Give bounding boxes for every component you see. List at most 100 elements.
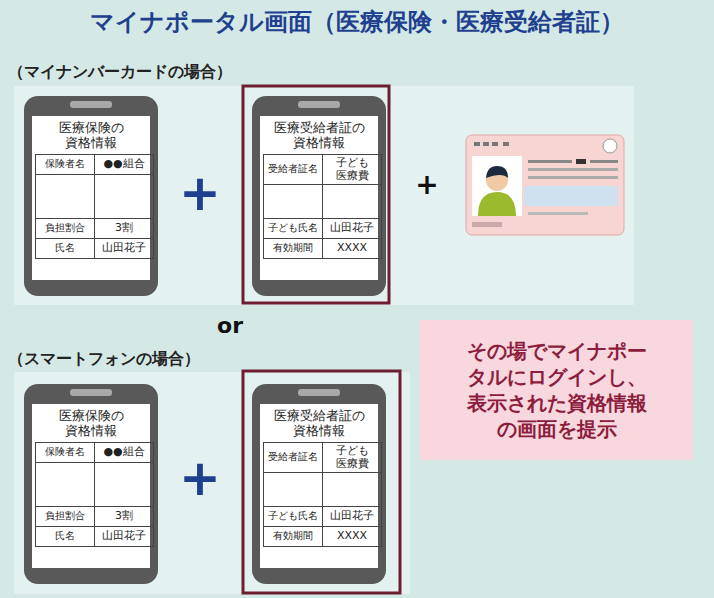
screen-heading: 医療受給者証の 資格情報 bbox=[260, 408, 378, 438]
table-row: 負担割合 3割 bbox=[36, 219, 154, 239]
phone-body bbox=[24, 96, 158, 296]
field-name: 負担割合 bbox=[45, 222, 85, 233]
highlight-frame bbox=[243, 371, 400, 593]
table-cell: 有効期間 bbox=[264, 239, 323, 259]
field-value: XXXX bbox=[337, 529, 367, 542]
table-row: 保険者名 ●●組合 bbox=[36, 155, 154, 175]
field-value: ●●組合 bbox=[103, 157, 144, 170]
table-cell: 氏名 bbox=[36, 239, 95, 259]
field-value: 3割 bbox=[115, 221, 133, 234]
plus-sign: + bbox=[415, 171, 438, 199]
table-cell: 負担割合 bbox=[36, 219, 95, 239]
highlight-frame bbox=[243, 86, 389, 303]
field-name: 有効期間 bbox=[273, 530, 313, 541]
callout-text: その場でマイナポータルにログインし、表示された資格情報の画面を提示 bbox=[465, 338, 649, 442]
field-name: 有効期間 bbox=[273, 242, 313, 253]
field-value: XXXX bbox=[337, 241, 367, 254]
table-row: 有効期間 XXXX bbox=[264, 527, 382, 547]
table-cell: 氏名 bbox=[36, 527, 95, 547]
my-number-card bbox=[466, 135, 624, 235]
table-cell bbox=[95, 463, 154, 507]
table-row bbox=[36, 175, 154, 219]
field-name: 保険者名 bbox=[45, 158, 85, 169]
table-cell: 受給者証名 bbox=[264, 443, 323, 473]
table-row bbox=[264, 185, 382, 219]
field-name: 氏名 bbox=[55, 242, 75, 253]
table-cell bbox=[95, 175, 154, 219]
table-cell: 3割 bbox=[95, 507, 154, 527]
table-cell bbox=[323, 185, 382, 219]
table-row: 氏名 山田花子 bbox=[36, 527, 154, 547]
table-cell: 子ども氏名 bbox=[264, 507, 323, 527]
table-cell: 子ども氏名 bbox=[264, 219, 323, 239]
screen-heading: 医療保険の 資格情報 bbox=[32, 120, 150, 150]
field-value: 山田花子 bbox=[330, 509, 374, 522]
table-cell: 山田花子 bbox=[323, 507, 382, 527]
scenario-panel: （マイナンバーカードの場合）医療保険の 資格情報保険者名●●組合負担割合3割氏名… bbox=[14, 86, 634, 305]
info-table: 受給者証名 子ども 医療費子ども氏名 山田花子有効期間 XXXX bbox=[263, 442, 382, 547]
table-row: 受給者証名 子ども 医療費 bbox=[264, 443, 382, 473]
table-cell: 負担割合 bbox=[36, 507, 95, 527]
table-row: 氏名 山田花子 bbox=[36, 239, 154, 259]
phone-body bbox=[252, 384, 386, 584]
field-name: 子ども氏名 bbox=[268, 510, 318, 521]
table-cell: 受給者証名 bbox=[264, 155, 323, 185]
table-cell: XXXX bbox=[323, 239, 382, 259]
info-table: 保険者名 ●●組合負担割合 3割氏名 山田花子 bbox=[35, 154, 154, 259]
field-name: 受給者証名 bbox=[268, 163, 318, 174]
table-cell: 山田花子 bbox=[95, 527, 154, 547]
field-value: 子ども 医療費 bbox=[336, 156, 369, 182]
table-row: 有効期間 XXXX bbox=[264, 239, 382, 259]
table-row: 負担割合 3割 bbox=[36, 507, 154, 527]
table-cell bbox=[36, 463, 95, 507]
or-word: or bbox=[217, 315, 243, 337]
table-cell: 有効期間 bbox=[264, 527, 323, 547]
screen-heading: 医療受給者証の 資格情報 bbox=[260, 120, 378, 150]
phone-screen: 医療受給者証の 資格情報受給者証名 子ども 医療費子ども氏名 山田花子有効期間 XXX… bbox=[260, 404, 378, 568]
info-table: 保険者名 ●●組合負担割合 3割氏名 山田花子 bbox=[35, 442, 154, 547]
table-cell: 保険者名 bbox=[36, 443, 95, 463]
info-table: 受給者証名子ども 医療費子ども氏名山田花子有効期間XXXX bbox=[263, 154, 382, 259]
field-name: 受給者証名 bbox=[268, 451, 318, 462]
panel-heading: （スマートフォンの場合） bbox=[8, 349, 200, 370]
field-name: 氏名 bbox=[55, 530, 75, 541]
phone-screen: 医療受給者証の 資格情報受給者証名子ども 医療費子ども氏名山田花子有効期間XXX… bbox=[260, 116, 378, 280]
table-cell bbox=[323, 473, 382, 507]
callout-box: その場でマイナポータルにログインし、表示された資格情報の画面を提示 bbox=[420, 320, 693, 460]
panel-ground bbox=[14, 372, 410, 594]
table-cell: 子ども 医療費 bbox=[323, 155, 382, 185]
table-cell bbox=[264, 473, 323, 507]
field-value: 3割 bbox=[115, 509, 133, 522]
screen-heading: 医療保険の 資格情報 bbox=[32, 408, 150, 438]
table-row: 子ども氏名山田花子 bbox=[264, 219, 382, 239]
table-cell: 山田花子 bbox=[95, 239, 154, 259]
table-cell: 保険者名 bbox=[36, 155, 95, 175]
table-row bbox=[264, 473, 382, 507]
table-row: 受給者証名 子ども 医療費 bbox=[264, 155, 382, 185]
table-cell: XXXX bbox=[323, 527, 382, 547]
table-row: 子ども氏名 山田花子 bbox=[264, 507, 382, 527]
table-cell: ●●組合 bbox=[95, 443, 154, 463]
field-value: 子ども 医療費 bbox=[336, 444, 369, 470]
panel-ground bbox=[14, 86, 634, 305]
table-cell bbox=[36, 175, 95, 219]
phone-screen: 医療保険の 資格情報保険者名●●組合負担割合3割氏名山田花子 bbox=[32, 116, 150, 280]
table-cell: 3割 bbox=[95, 219, 154, 239]
table-cell: 山田花子 bbox=[323, 219, 382, 239]
phone-body bbox=[24, 384, 158, 584]
plus-sign: + bbox=[179, 168, 221, 218]
panel-heading: （マイナンバーカードの場合） bbox=[8, 62, 232, 83]
table-cell bbox=[264, 185, 323, 219]
table-cell: ●●組合 bbox=[95, 155, 154, 175]
diagram-title: マイナポータル画面（医療保険・医療受給者証） bbox=[0, 6, 714, 38]
phone-body bbox=[252, 96, 386, 296]
phone-screen: 医療保険の 資格情報保険者名 ●●組合負担割合 3割氏名 山田花子 bbox=[32, 404, 150, 568]
plus-sign: + bbox=[179, 453, 221, 503]
field-value: 山田花子 bbox=[102, 529, 146, 542]
table-cell: 子ども 医療費 bbox=[323, 443, 382, 473]
table-row: 保険者名 ●●組合 bbox=[36, 443, 154, 463]
field-name: 負担割合 bbox=[45, 510, 85, 521]
field-value: ●●組合 bbox=[103, 445, 144, 458]
field-name: 保険者名 bbox=[45, 446, 85, 457]
field-name: 子ども氏名 bbox=[268, 222, 318, 233]
